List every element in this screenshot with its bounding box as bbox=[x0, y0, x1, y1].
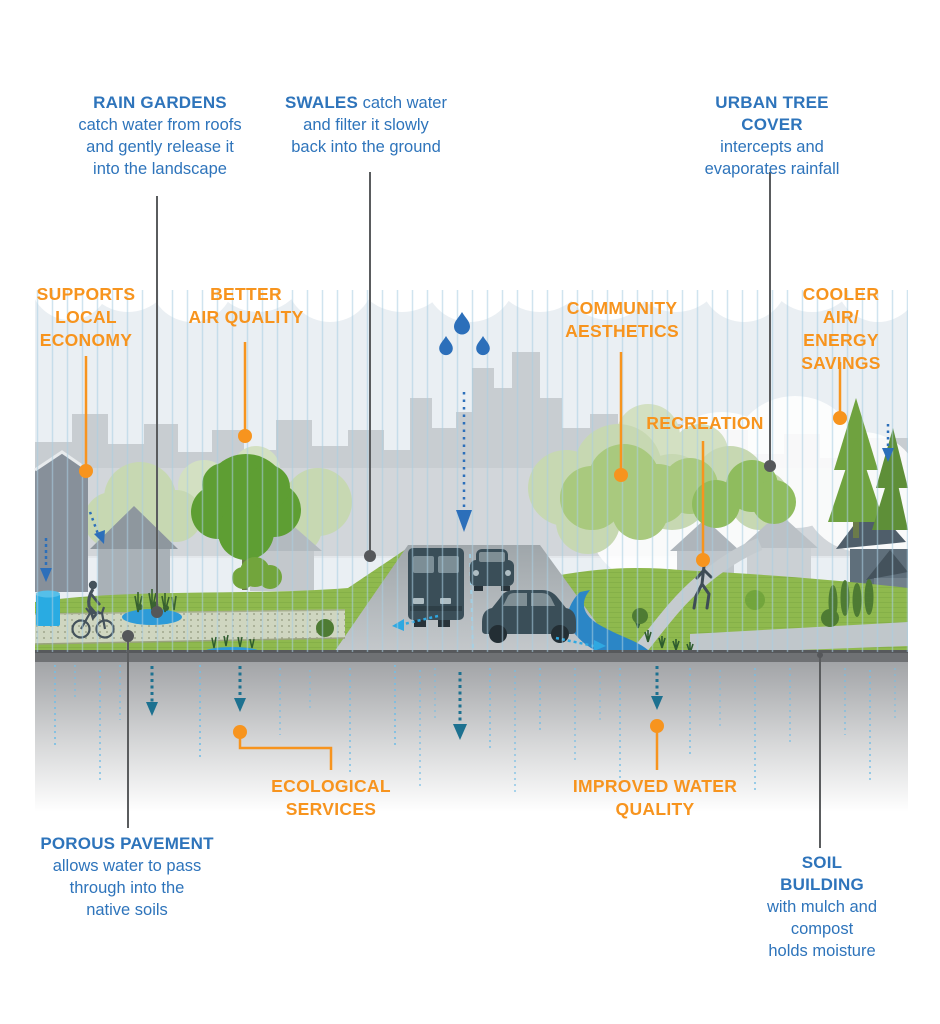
benefit-recreation: RECREATION bbox=[646, 413, 764, 433]
swales-callout: SWALES catch water and filter it slowly … bbox=[285, 92, 447, 158]
soil-building-title: SOIL BUILDING bbox=[780, 853, 864, 894]
urban-tree-cover-callout: URBAN TREE COVER intercepts and evaporat… bbox=[688, 92, 856, 180]
connector-dots-gray bbox=[122, 460, 823, 658]
rain-gardens-body: catch water from roofs and gently releas… bbox=[78, 116, 242, 178]
rain-gardens-title: RAIN GARDENS bbox=[93, 93, 227, 112]
ecological-services-connector bbox=[238, 732, 333, 770]
soil-building-body: with mulch and compost holds moisture bbox=[766, 898, 878, 960]
porous-pavement-title: POROUS PAVEMENT bbox=[40, 834, 214, 853]
rain-streaks bbox=[35, 290, 908, 652]
swales-body: catch water and filter it slowly back in… bbox=[291, 94, 447, 156]
urban-tree-cover-body: intercepts and evaporates rainfall bbox=[704, 138, 840, 178]
urban-tree-cover-title: URBAN TREE COVER bbox=[715, 93, 829, 134]
raindrop-icon bbox=[439, 312, 490, 356]
swales-title: SWALES bbox=[285, 93, 359, 112]
benefit-community-aesthetics: COMMUNITY AESTHETICS bbox=[565, 298, 679, 341]
benefit-better-air-quality: BETTER AIR QUALITY bbox=[188, 284, 304, 327]
benefit-cooler-air-energy-savings: COOLER AIR/ ENERGY SAVINGS bbox=[801, 284, 881, 373]
connector-lines-gray bbox=[127, 172, 821, 848]
porous-pavement-body: allows water to pass through into the na… bbox=[52, 857, 202, 919]
connector-dots-orange bbox=[79, 411, 847, 739]
soil-building-callout: SOIL BUILDING with mulch and compost hol… bbox=[763, 852, 881, 962]
rainfall-arrow-icon bbox=[88, 392, 894, 544]
benefit-supports-local-economy: SUPPORTS LOCAL ECONOMY bbox=[36, 284, 136, 350]
rain-gardens-callout: RAIN GARDENS catch water from roofs and … bbox=[78, 92, 241, 180]
porous-pavement-callout: POROUS PAVEMENT allows water to pass thr… bbox=[40, 833, 213, 921]
benefit-improved-water-quality: IMPROVED WATER QUALITY bbox=[572, 776, 738, 819]
connector-lines-orange bbox=[84, 342, 842, 770]
underground-infiltration bbox=[35, 662, 908, 812]
benefit-ecological-services: ECOLOGICAL SERVICES bbox=[271, 776, 391, 819]
infiltration-arrow-icon bbox=[146, 666, 663, 740]
